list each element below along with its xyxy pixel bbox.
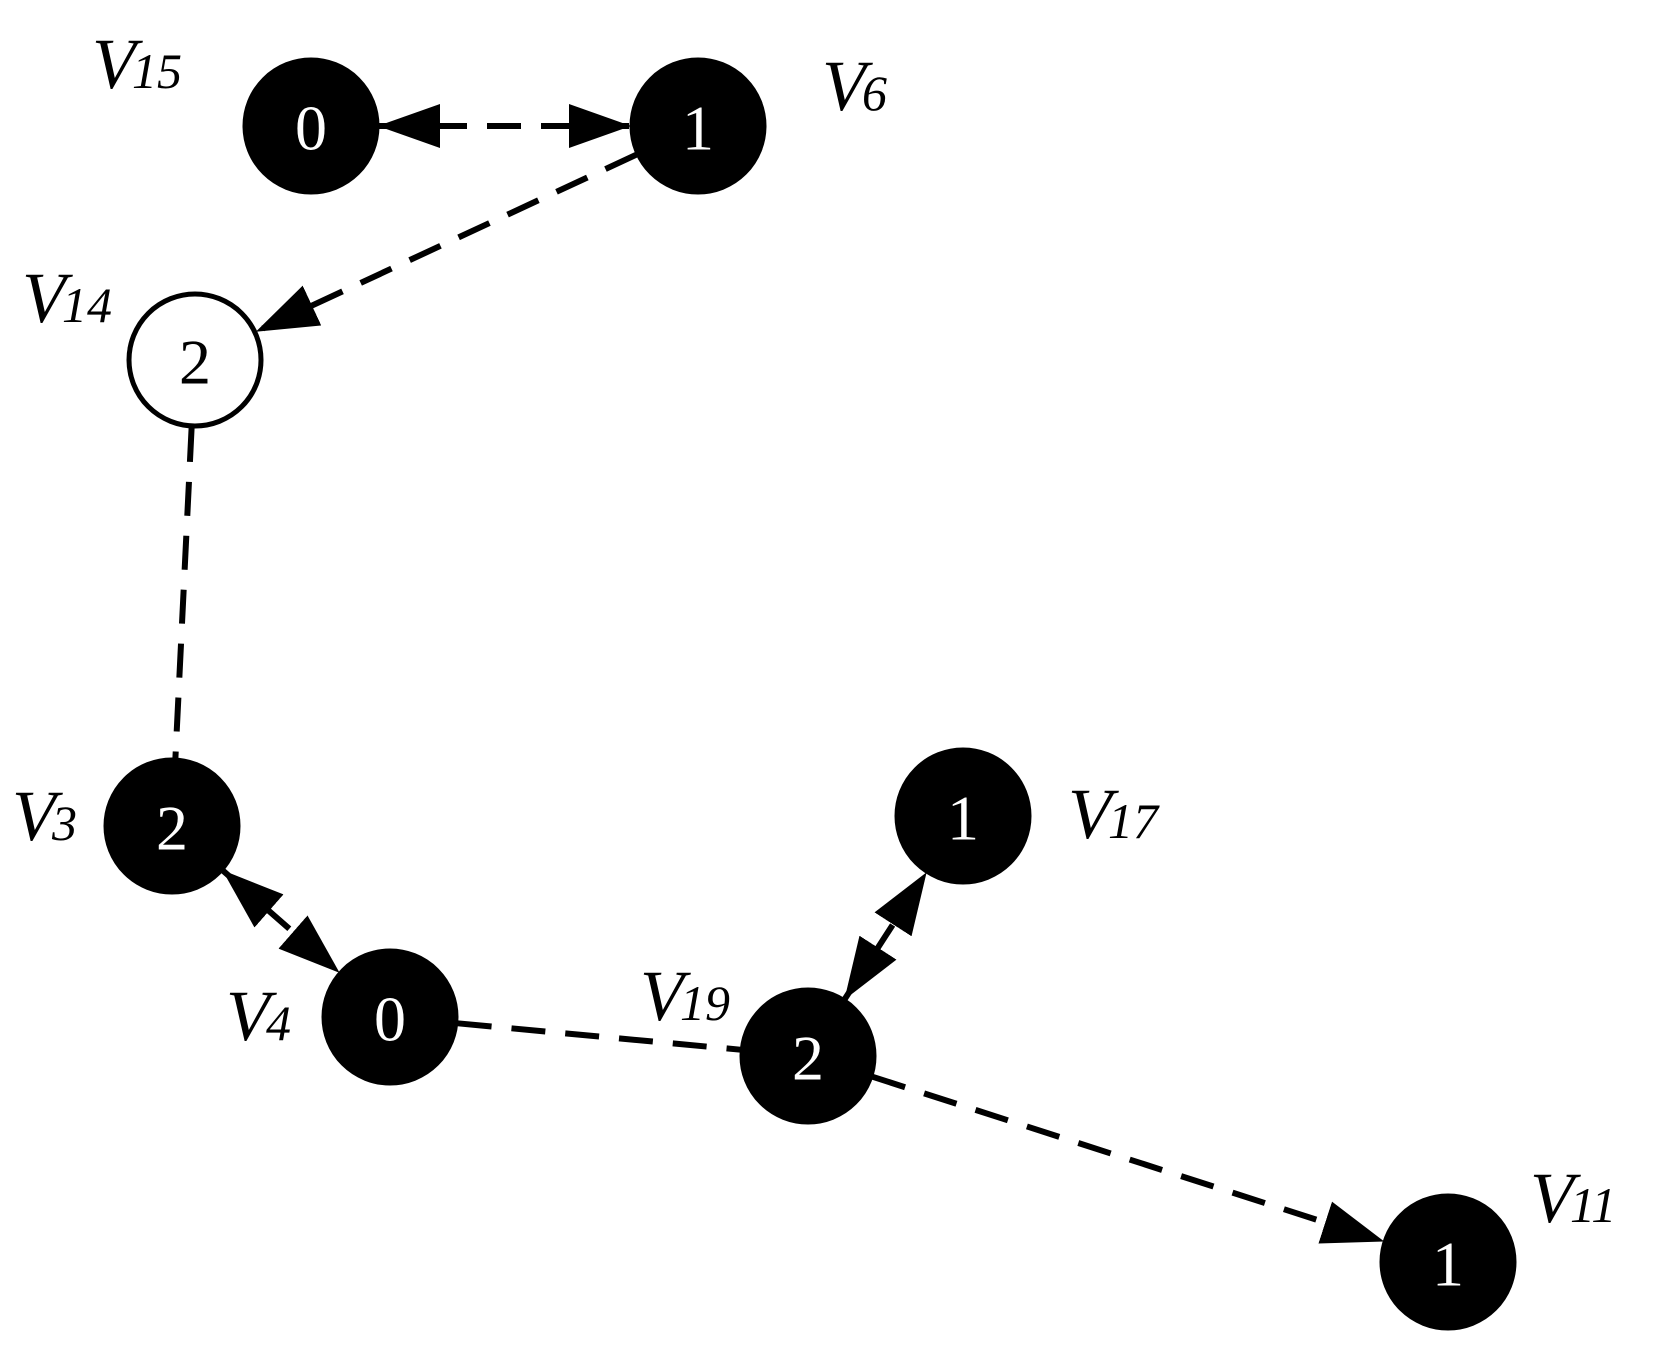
node-value-v15: 0 [295,93,327,164]
edge-v19-v11 [871,1073,1385,1245]
edge-v6-v14 [255,151,638,335]
node-label-v3: V3 [12,776,77,856]
node-value-v19: 2 [792,1023,824,1094]
node-v14: 2 V14 [22,258,264,429]
node-v11: 1 V11 [1379,1158,1616,1331]
node-v6: 1 V6 [629,46,887,195]
node-value-v4: 0 [374,984,406,1055]
node-circle-v19 [739,987,877,1125]
node-label-v14: V14 [22,258,112,338]
node-value-v17: 1 [947,783,979,854]
node-value-v6: 1 [682,93,714,164]
node-label-v6: V6 [822,46,887,126]
node-label-v4: V4 [226,976,291,1056]
node-value-v3: 2 [156,793,188,864]
edge-v3-v4 [221,868,341,975]
node-circle-v3 [103,757,241,895]
node-label-v11: V11 [1530,1158,1616,1238]
edge-v4-v19 [457,1020,741,1053]
node-v4: 0 V4 [226,948,459,1086]
edge-v19-v17 [842,871,929,1001]
node-label-v17: V17 [1068,774,1160,854]
node-value-v11: 1 [1432,1229,1464,1300]
edges-layer [172,104,1385,1245]
node-label-v19: V19 [640,956,730,1036]
node-v15: 0 V15 [92,24,380,195]
node-circle-v17 [894,747,1032,885]
node-v17: 1 V17 [894,747,1160,885]
node-circle-v15 [242,57,380,195]
node-label-v15: V15 [92,24,182,104]
edge-v14-v3 [172,427,195,759]
node-v3: 2 V3 [12,757,241,895]
node-circle-v11 [1379,1193,1517,1331]
node-v19: 2 V19 [640,956,877,1125]
node-value-v14: 2 [179,327,211,398]
node-circle-v6 [629,57,767,195]
node-circle-v4 [321,948,459,1086]
node-circle-v14 [126,291,264,429]
